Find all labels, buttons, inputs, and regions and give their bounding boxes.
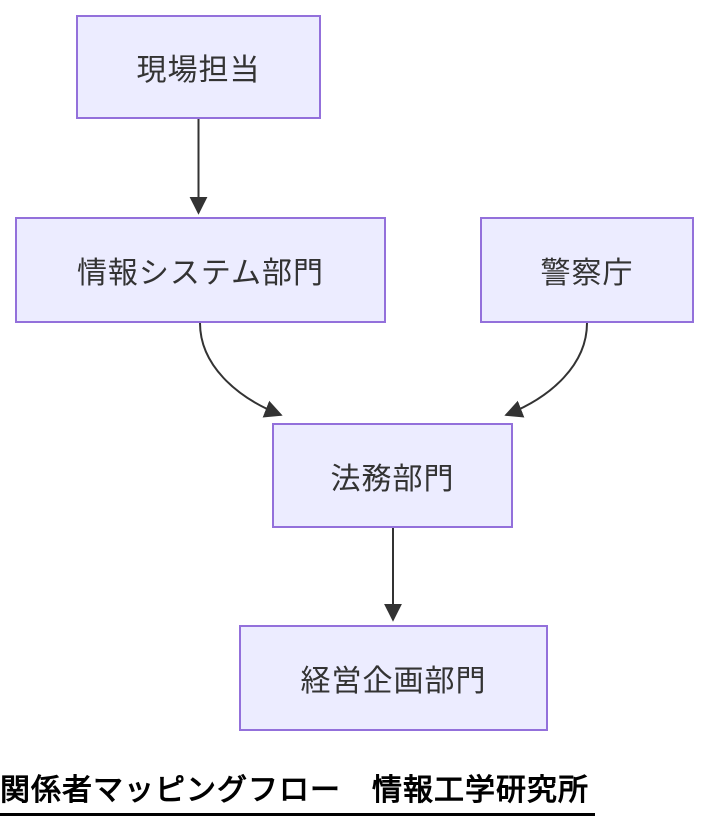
node-label: 警察庁: [540, 257, 634, 290]
edge-joho-to-homu: [199, 322, 283, 418]
node-keisatsucho: 警察庁: [480, 217, 694, 323]
node-label: 法務部門: [330, 462, 455, 496]
node-joho-system-bumon: 情報システム部門: [15, 217, 386, 323]
node-label: 現場担当: [136, 54, 261, 87]
node-label: 経営企画部門: [300, 665, 487, 698]
edge-keisatsu-to-homu: [504, 322, 588, 418]
node-genba-tanto: 現場担当: [76, 15, 321, 119]
diagram-title: 関係者マッピングフロー 情報工学研究所: [0, 773, 595, 816]
node-homu-bumon: 法務部門: [272, 423, 513, 528]
node-keiei-kikaku-bumon: 経営企画部門: [239, 625, 548, 731]
diagram-title-text: 関係者マッピングフロー 情報工学研究所: [0, 774, 589, 807]
node-label: 情報システム部門: [76, 257, 325, 290]
